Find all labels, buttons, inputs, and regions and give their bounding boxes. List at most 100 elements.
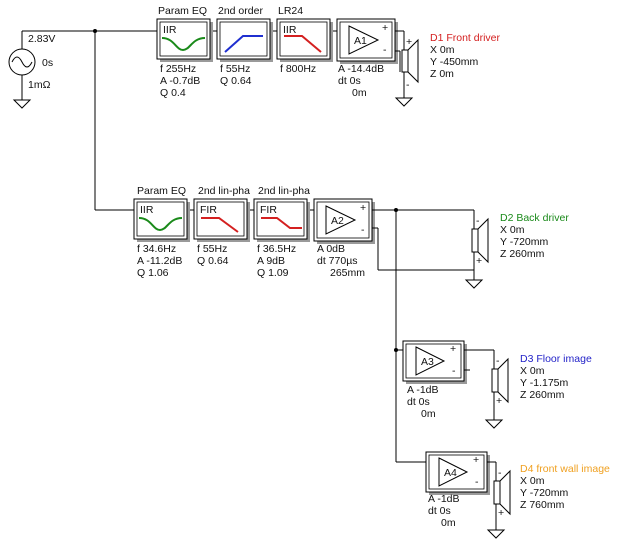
source-voltage: 2.83V xyxy=(28,33,55,45)
eq-curve-icon xyxy=(161,37,206,52)
amplifier-a2[interactable]: A2 + - xyxy=(313,198,375,244)
param-line: dt 770µs xyxy=(317,255,358,267)
speaker-icon-d1[interactable] xyxy=(401,38,419,84)
param-line: A -0.7dB xyxy=(160,75,200,87)
plus-sign: + xyxy=(382,22,388,34)
driver-coord: X 0m xyxy=(500,224,525,236)
amplifier-icon xyxy=(415,346,446,376)
driver-coord: Y -720mm xyxy=(500,236,548,248)
lowpass-curve-icon xyxy=(201,217,239,233)
param-line: f 36.5Hz xyxy=(257,243,296,255)
plus-sign: + xyxy=(496,395,502,407)
ground-icon xyxy=(464,279,484,289)
eq-curve-icon xyxy=(138,217,183,232)
param-line: f 255Hz xyxy=(160,63,196,75)
param-line: A -1dB xyxy=(407,384,439,396)
lowpass-block-2a[interactable]: FIR xyxy=(193,198,250,242)
amplifier-icon xyxy=(348,25,380,55)
param-line: dt 0s xyxy=(338,75,361,87)
param-line: f 55Hz xyxy=(220,63,250,75)
block-title: Param EQ xyxy=(137,185,186,197)
driver-coord: Z 760mm xyxy=(520,499,565,511)
minus-sign: - xyxy=(383,44,387,56)
block-title: LR24 xyxy=(278,5,303,17)
plus-sign: + xyxy=(476,255,482,267)
plus-sign: + xyxy=(498,507,504,519)
source-impedance: 1mΩ xyxy=(28,79,51,91)
param-line: A 0dB xyxy=(317,243,345,255)
driver-coord: Y -450mm xyxy=(430,56,478,68)
param-line: f 800Hz xyxy=(280,63,316,75)
driver-name-d2: D2 Back driver xyxy=(500,212,569,224)
param-line: 0m xyxy=(421,408,436,420)
param-line: f 55Hz xyxy=(197,243,227,255)
amplifier-icon xyxy=(438,457,469,487)
amp-label: A3 xyxy=(421,356,434,368)
driver-coord: X 0m xyxy=(520,475,545,487)
plus-sign: + xyxy=(360,202,366,214)
driver-coord: Y -1.175m xyxy=(520,377,569,389)
amp-label: A2 xyxy=(331,215,344,227)
speaker-icon-d3[interactable] xyxy=(491,357,509,404)
amplifier-a4[interactable]: A4 + - xyxy=(425,451,490,495)
block-tag: FIR xyxy=(260,204,277,216)
minus-sign: - xyxy=(496,355,500,367)
driver-coord: X 0m xyxy=(520,365,545,377)
param-line: dt 0s xyxy=(407,396,430,408)
block-tag: IIR xyxy=(163,24,177,36)
driver-name-d4: D4 front wall image xyxy=(520,463,610,475)
highpass-curve-icon xyxy=(224,35,263,53)
param-line: A -1dB xyxy=(428,493,460,505)
block-tag: IIR xyxy=(283,24,297,36)
param-line: Q 0.4 xyxy=(160,87,186,99)
minus-sign: - xyxy=(361,224,365,236)
param-line: A -11.2dB xyxy=(137,255,182,267)
amplifier-a3[interactable]: A3 + - xyxy=(402,340,467,384)
param-line: Q 1.06 xyxy=(137,267,169,279)
sine-icon xyxy=(11,56,33,68)
plus-sign: + xyxy=(406,36,412,48)
speaker-icon-d2[interactable] xyxy=(471,217,489,264)
minus-sign: - xyxy=(475,476,479,488)
param-line: A -14.4dB xyxy=(338,63,384,75)
driver-name-d3: D3 Floor image xyxy=(520,353,592,365)
amplifier-a1[interactable]: A1 + - xyxy=(336,18,398,64)
param-line: A 9dB xyxy=(257,255,285,267)
block-title: 2nd lin-pha xyxy=(198,185,250,197)
ground-icon xyxy=(486,529,506,539)
voltage-source[interactable] xyxy=(8,48,36,76)
ground-icon xyxy=(12,96,32,109)
amplifier-icon xyxy=(325,205,357,235)
param-line: Q 1.09 xyxy=(257,267,289,279)
ground-icon xyxy=(484,419,504,429)
speaker-icon-d4[interactable] xyxy=(493,469,511,516)
block-tag: IIR xyxy=(140,204,154,216)
shelf-curve-icon xyxy=(261,217,302,229)
param-line: 265mm xyxy=(330,267,365,279)
lowpass-block-2b[interactable]: FIR xyxy=(253,198,310,242)
driver-coord: X 0m xyxy=(430,44,455,56)
param-line: dt 0s xyxy=(428,505,451,517)
minus-sign: - xyxy=(498,467,502,479)
param-line: 0m xyxy=(441,517,456,529)
block-title: Param EQ xyxy=(158,5,207,17)
amp-label: A1 xyxy=(354,35,367,47)
driver-coord: Z 0m xyxy=(430,68,454,80)
minus-sign: - xyxy=(406,79,410,91)
lowpass-curve-icon xyxy=(284,35,322,53)
lowpass-block-1[interactable]: IIR xyxy=(276,18,333,62)
minus-sign: - xyxy=(452,365,456,377)
amp-label: A4 xyxy=(444,467,457,479)
param-eq-block-2[interactable]: IIR xyxy=(133,198,190,242)
minus-sign: - xyxy=(476,215,480,227)
ground-icon xyxy=(394,97,414,107)
param-eq-block-1[interactable]: IIR xyxy=(156,18,213,62)
driver-name-d1: D1 Front driver xyxy=(430,32,501,44)
driver-coord: Y -720mm xyxy=(520,487,568,499)
driver-coord: Z 260mm xyxy=(520,389,565,401)
block-title: 2nd lin-pha xyxy=(258,185,310,197)
source-delay: 0s xyxy=(42,57,53,69)
block-tag: FIR xyxy=(200,204,217,216)
highpass-block-1[interactable] xyxy=(216,18,273,62)
